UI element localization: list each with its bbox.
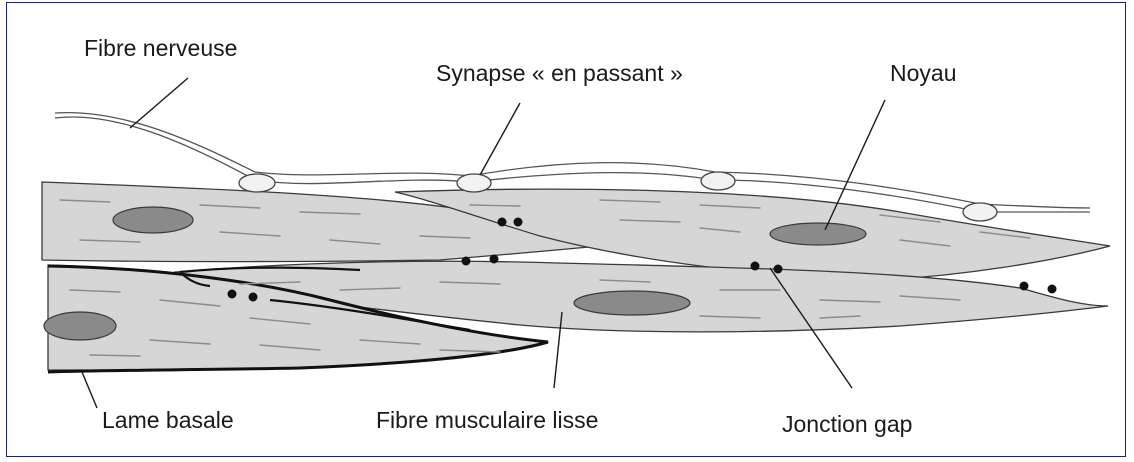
synapse-bouton-3	[701, 172, 735, 190]
nucleus-3	[574, 291, 690, 315]
label-lame-basale: Lame basale	[102, 407, 234, 433]
nucleus-4	[44, 312, 116, 340]
synapse-bouton-1	[239, 174, 275, 192]
nucleus-2	[770, 223, 866, 245]
label-noyau: Noyau	[890, 60, 956, 86]
label-jonction-gap: Jonction gap	[782, 411, 912, 437]
leader-synapse	[480, 103, 520, 175]
nucleus-1	[113, 207, 193, 233]
label-synapse: Synapse « en passant »	[436, 60, 683, 86]
label-fibre-musculaire: Fibre musculaire lisse	[376, 407, 598, 433]
leader-lame-basale	[82, 372, 97, 408]
synapse-bouton-2	[457, 174, 491, 192]
leader-fibre-nerveuse	[130, 78, 188, 128]
synapse-bouton-4	[963, 203, 997, 221]
label-fibre-nerveuse: Fibre nerveuse	[84, 35, 237, 61]
